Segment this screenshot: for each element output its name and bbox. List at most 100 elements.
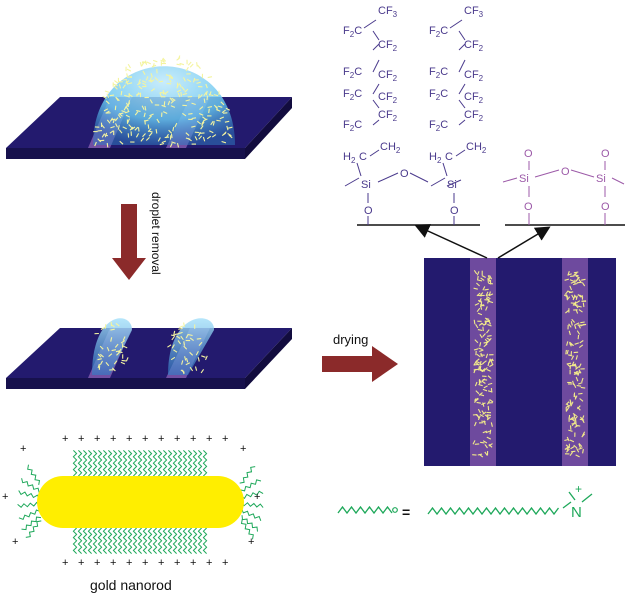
nanorod-particle	[101, 133, 106, 138]
bond	[372, 119, 380, 126]
nanorod-particle	[217, 105, 223, 108]
nanorod-particle	[201, 355, 206, 358]
nanorod-particle	[185, 357, 189, 363]
nanorod-particle	[578, 447, 583, 450]
bond	[570, 169, 595, 178]
nanorod-particle	[180, 335, 184, 341]
nanorod-particle	[155, 129, 158, 134]
nanorod-particle	[196, 81, 201, 84]
nanorod-particle	[170, 99, 175, 104]
nanorod-particle	[473, 348, 479, 351]
pointer-arrow-right	[497, 226, 551, 259]
plus-sign: +	[78, 557, 84, 569]
ligand-chain	[77, 450, 83, 477]
nanorod-particle	[145, 76, 149, 81]
atom-label: O	[561, 166, 570, 178]
nanorod-particle	[473, 421, 477, 427]
n-bond-left	[562, 501, 572, 509]
nanorod-particle	[114, 105, 117, 111]
nanorod-particle	[575, 355, 578, 360]
ligand-chain	[112, 450, 118, 477]
ligand-chain	[241, 508, 262, 521]
nanorod-particle	[171, 97, 176, 101]
nanorod-particle	[144, 119, 149, 122]
nanorod-particle	[483, 420, 486, 425]
droplet-nanorods	[93, 55, 233, 148]
nanorod-particle	[125, 114, 131, 118]
nanorod-particle	[138, 85, 143, 90]
nanorod-particle	[170, 356, 176, 361]
nanorod-particle	[122, 84, 126, 89]
nanorod-ligands	[17, 450, 264, 554]
nanorod-particle	[571, 318, 576, 323]
nanorod-particle	[97, 353, 102, 358]
nanorod-particle	[571, 355, 575, 360]
nanorod-particle	[189, 63, 194, 68]
nanorod-particle	[573, 370, 578, 376]
ligand-chain	[240, 501, 264, 508]
plus-sign: +	[174, 557, 180, 569]
nanorod-particle	[575, 275, 580, 279]
nanorod-particle	[207, 76, 213, 79]
nanorod-particle	[482, 388, 488, 392]
nanorod-particle	[177, 92, 181, 98]
atom-label: O	[524, 148, 533, 160]
atom-label: O	[364, 205, 373, 217]
nanorod-particle	[571, 450, 576, 453]
nanorod-particle	[568, 330, 571, 336]
nitrogen-label: N	[571, 504, 582, 521]
nanorod-particle	[127, 102, 131, 107]
plus-sign: +	[12, 536, 18, 548]
nanorod-particle	[574, 424, 579, 428]
ligand-chain	[192, 450, 198, 477]
ligand-chain	[157, 450, 163, 477]
nanorod-particle	[478, 383, 483, 387]
nanorod-particle	[575, 295, 578, 301]
nanorod-particle	[170, 105, 176, 108]
atom-label: O	[601, 201, 610, 213]
nanorod-particle	[125, 80, 129, 85]
atom-label: CF2	[378, 69, 398, 83]
nanorod-particle	[136, 92, 141, 96]
nanorod-particle	[482, 379, 488, 381]
nanorod-particle	[479, 394, 485, 397]
nanorod-particle	[118, 129, 123, 134]
nanorod-particle	[569, 399, 572, 404]
substrate-front	[6, 148, 245, 159]
nanorod-particle	[486, 400, 491, 405]
nanorod-particle	[144, 60, 148, 65]
nanorod-particle	[211, 134, 217, 138]
nanorod-particle	[581, 377, 584, 383]
plus-sign: +	[142, 433, 148, 445]
atom-label: CF2	[378, 39, 398, 53]
nanorod-particle	[168, 129, 173, 134]
substrate-side	[245, 97, 292, 159]
plus-sign: +	[62, 557, 68, 569]
nanorod-particle	[122, 126, 127, 130]
nanorod-particle	[489, 399, 494, 403]
atom-label: CF2	[464, 69, 484, 83]
bond	[372, 99, 380, 109]
nanorod-particle	[109, 94, 115, 97]
nanorod-particle	[103, 108, 109, 112]
nanorod-particle	[568, 323, 572, 328]
nanorod-particle	[198, 131, 201, 137]
nanorod-particle	[170, 133, 173, 139]
nanorod-particle	[149, 77, 152, 82]
plus-sign: +	[240, 443, 246, 455]
nanorod-particle	[117, 114, 122, 119]
nanorod-particle	[198, 341, 203, 346]
ligand-chain	[18, 490, 41, 500]
nanorod-particle	[484, 288, 489, 291]
nanorod-particle	[109, 130, 114, 134]
equals-sign: =	[402, 504, 410, 520]
nanorod-particle	[115, 123, 118, 128]
nanorod-particle	[487, 323, 492, 327]
nanorod-particle	[183, 322, 185, 327]
nanorod-particle	[220, 101, 225, 106]
ligand-chain	[132, 450, 138, 477]
nanorod-particle	[176, 89, 182, 93]
nanorod-particle	[487, 277, 491, 282]
nanorod-particle	[574, 418, 577, 424]
nanorod-particle	[578, 344, 584, 349]
